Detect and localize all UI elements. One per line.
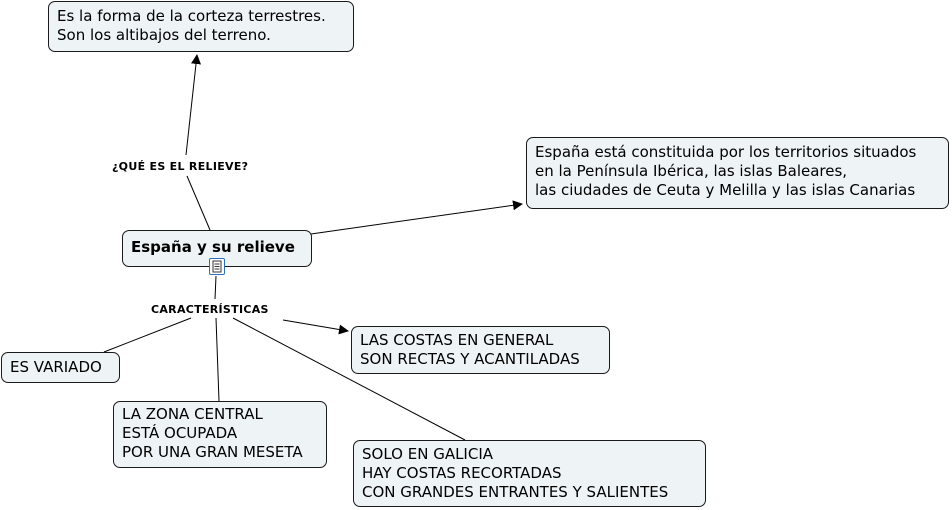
territory-line-1: España está constituida por los territor… [535, 143, 917, 161]
galicia-node[interactable]: SOLO EN GALICIA HAY COSTAS RECORTADAS CO… [353, 440, 706, 507]
question-link-label: ¿QUÉ ES EL RELIEVE? [112, 160, 249, 173]
central-zone-line-3: POR UNA GRAN MESETA [122, 443, 303, 461]
territory-line-2: en la Península Ibérica, las islas Balea… [535, 162, 848, 180]
definition-node[interactable]: Es la forma de la corteza terrestres. So… [48, 1, 354, 52]
varied-node[interactable]: ES VARIADO [1, 352, 120, 383]
central-zone-line-2: ESTÁ OCUPADA [122, 424, 238, 442]
connector-root-to-characteristics [214, 275, 217, 300]
connector-root-to-question [186, 175, 211, 231]
central-zone-node[interactable]: LA ZONA CENTRAL ESTÁ OCUPADA POR UNA GRA… [113, 401, 327, 468]
connector-to-galicia [232, 317, 466, 441]
galicia-line-3: CON GRANDES ENTRANTES Y SALIENTES [362, 483, 669, 501]
connector-root-to-territory [310, 200, 523, 235]
definition-line-1: Es la forma de la corteza terrestres. [57, 7, 326, 25]
varied-line-1: ES VARIADO [10, 358, 102, 376]
connector-to-varied [103, 317, 192, 353]
connector-question-to-definition [185, 54, 201, 156]
territory-line-3: las ciudades de Ceuta y Melilla y las is… [535, 181, 916, 199]
coasts-line-2: SON RECTAS Y ACANTILADAS [360, 350, 580, 368]
connector-to-coasts [282, 319, 349, 335]
coasts-line-1: LAS COSTAS EN GENERAL [360, 331, 554, 349]
galicia-line-2: HAY COSTAS RECORTADAS [362, 464, 562, 482]
galicia-line-1: SOLO EN GALICIA [362, 445, 494, 463]
coasts-node[interactable]: LAS COSTAS EN GENERAL SON RECTAS Y ACANT… [351, 326, 610, 374]
definition-line-2: Son los altibajos del terreno. [57, 26, 271, 44]
connector-to-central-zone [215, 317, 220, 402]
territory-node[interactable]: España está constituida por los territor… [526, 137, 949, 209]
characteristics-link-label: CARACTERÍSTICAS [151, 303, 269, 316]
root-title: España y su relieve [131, 238, 295, 256]
document-icon[interactable] [209, 258, 225, 275]
central-zone-line-1: LA ZONA CENTRAL [122, 405, 263, 423]
